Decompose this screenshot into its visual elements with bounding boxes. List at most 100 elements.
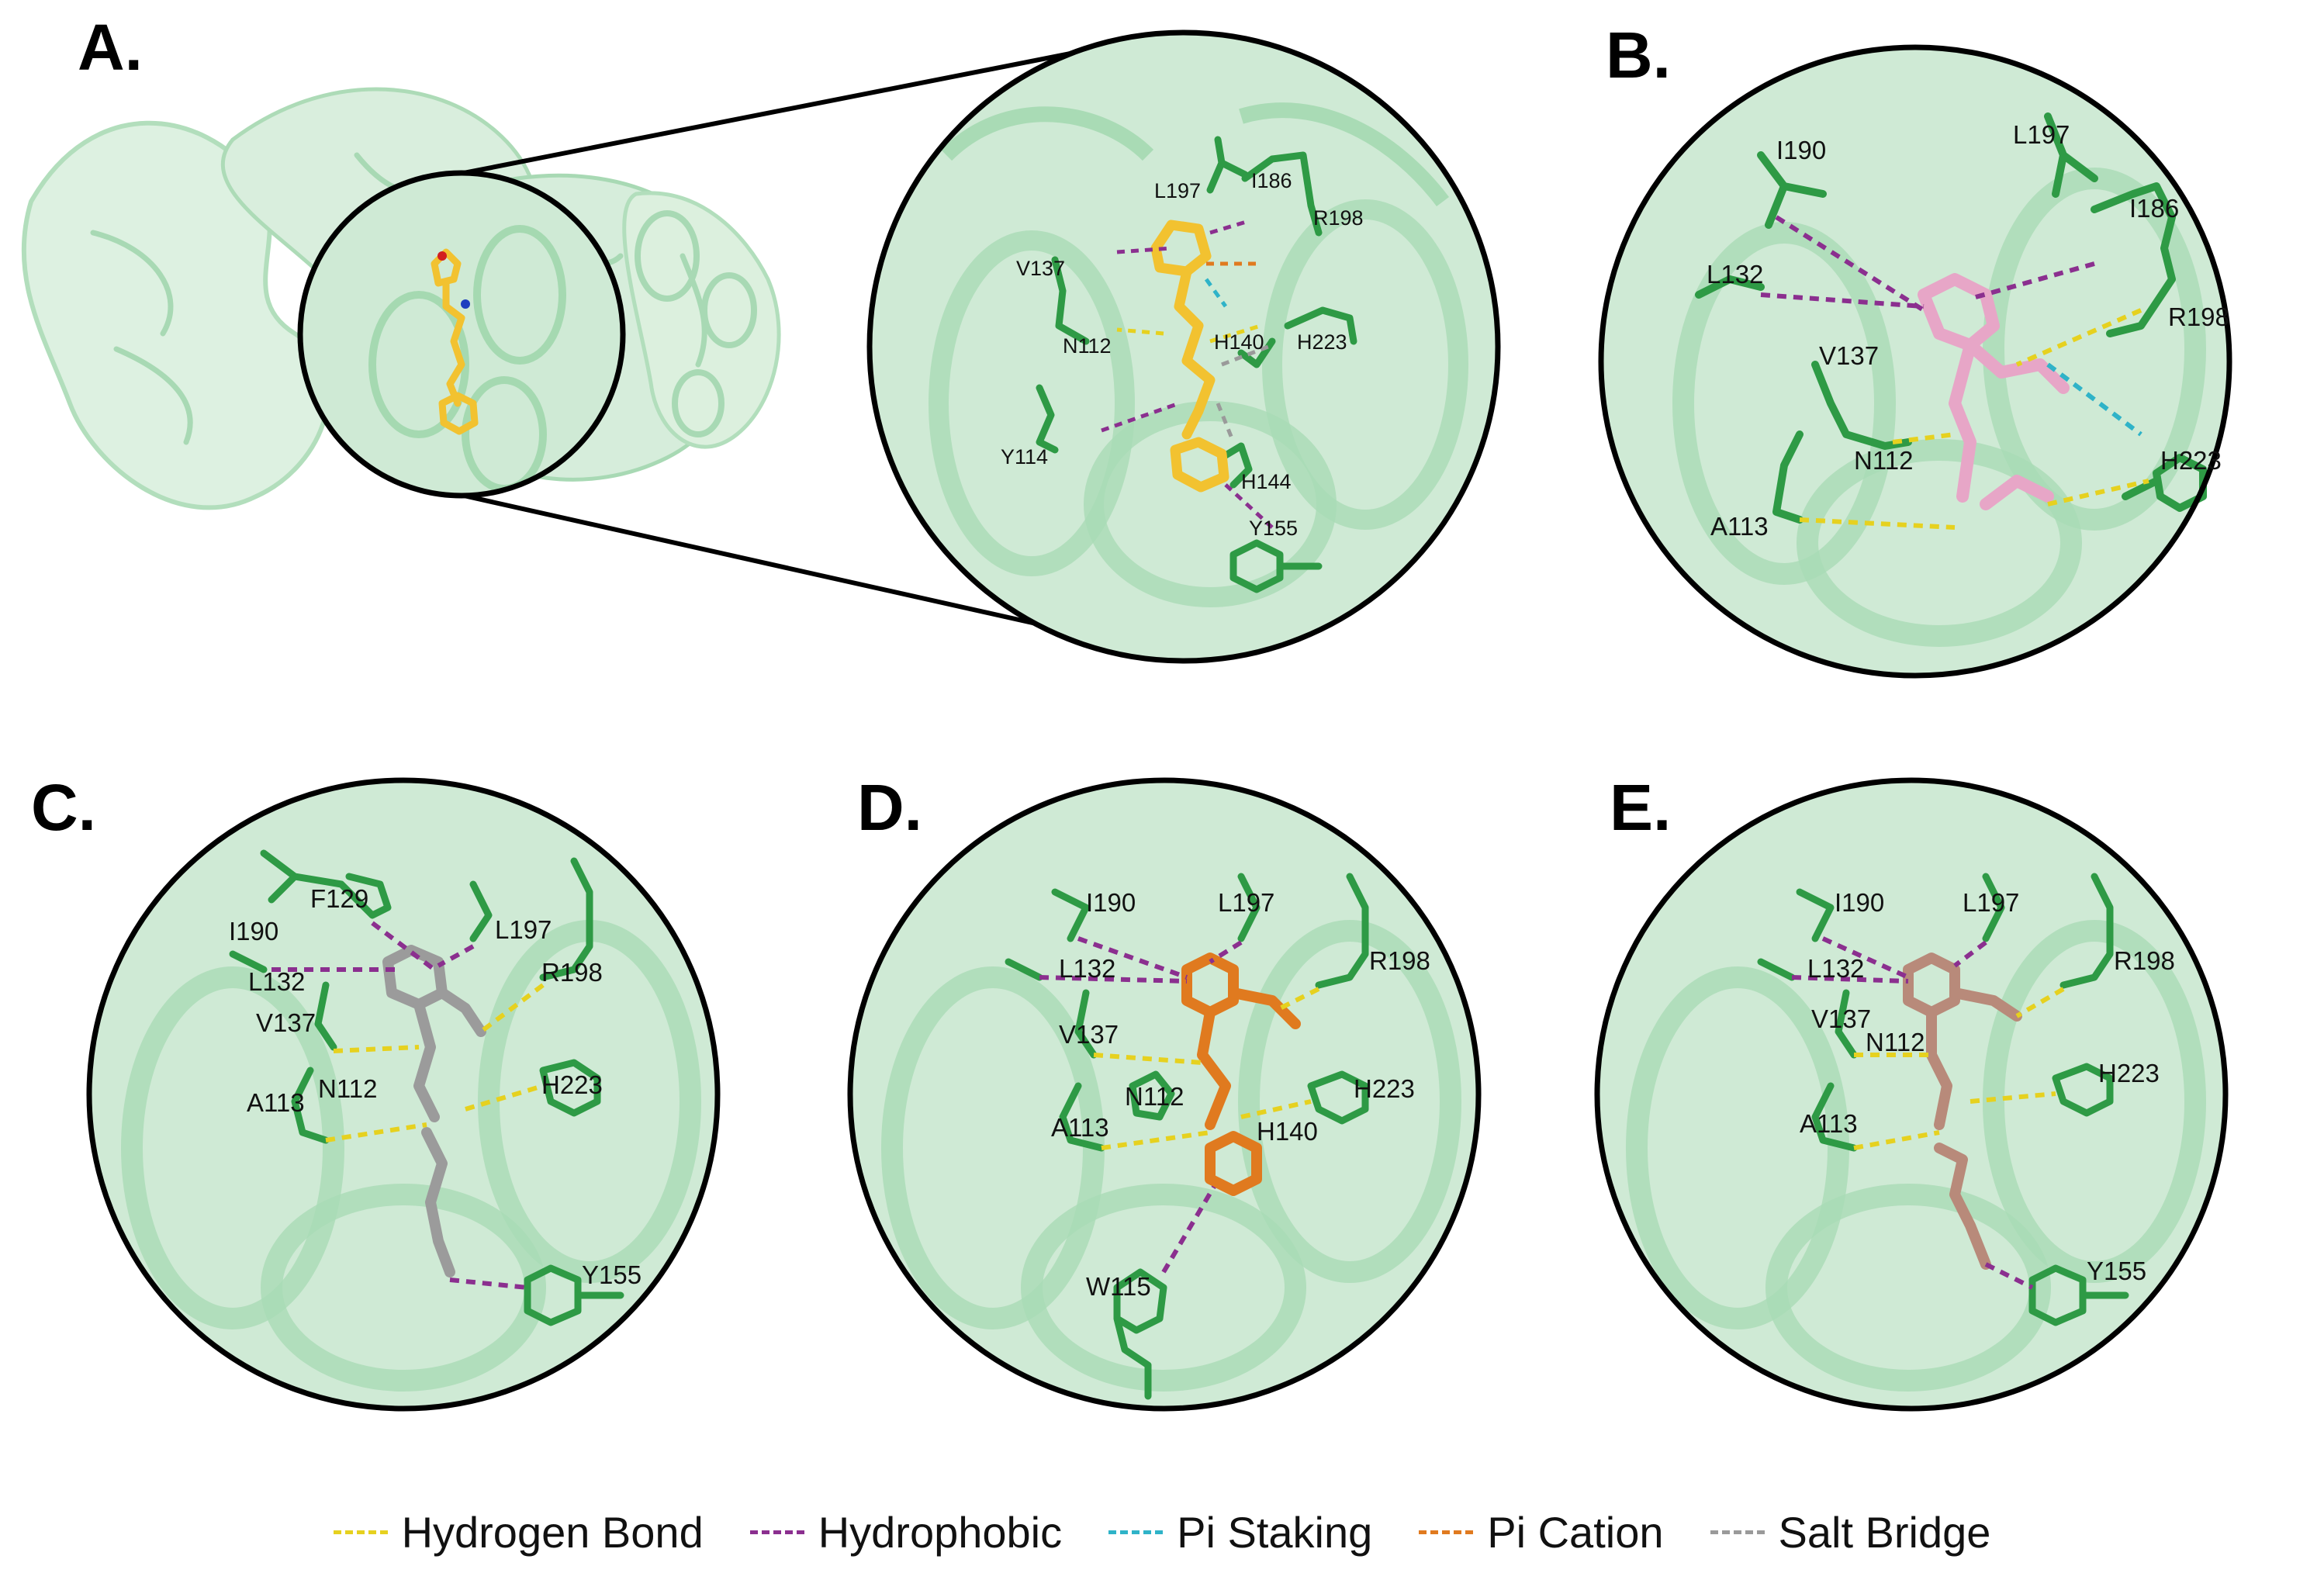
residue-label: H223 [1297, 330, 1347, 354]
residue-label: A113 [247, 1088, 305, 1117]
ligand-c [382, 945, 486, 1277]
zoom-a-contacts [1101, 219, 1274, 529]
circle-b [1598, 44, 2232, 679]
legend-swatch [749, 1530, 804, 1534]
residue-label: H144 [1241, 470, 1292, 493]
zoom-circle-a [866, 29, 1501, 664]
residues-b [1695, 112, 2207, 524]
residue-label: L197 [1218, 888, 1274, 917]
legend-item-salt-bridge: Salt Bridge [1710, 1507, 1991, 1558]
residue-label: I190 [1086, 888, 1136, 917]
residue-label: V137 [1819, 341, 1879, 370]
legend-label: Hydrophobic [818, 1507, 1063, 1557]
residue-label: H223 [2160, 446, 2222, 475]
zoom-source-circle [297, 170, 626, 499]
residue-label: H223 [2098, 1059, 2160, 1087]
panel-b [1598, 44, 2232, 679]
ligand-a-zoom [1150, 220, 1229, 493]
residue-label: N112 [1063, 334, 1112, 358]
ligand-a-small [431, 248, 479, 435]
residue-label: I190 [229, 917, 278, 946]
residue-label: L132 [248, 967, 305, 996]
legend-label: Pi Cation [1487, 1507, 1664, 1557]
residue-label: R198 [1313, 206, 1364, 230]
zoom-line-top [463, 50, 1075, 175]
legend-item-pi-staking: Pi Staking [1108, 1507, 1372, 1558]
panel-letter-c: C. [31, 771, 96, 844]
panel-e [1594, 777, 2229, 1412]
ligand-e [1903, 952, 2022, 1270]
residue-label: L132 [1807, 954, 1864, 983]
legend-item-hydrophobic: Hydrophobic [749, 1507, 1063, 1558]
labels-b: I190 L197 I186 L132 R198 V137 N112 H223 … [1707, 120, 2229, 541]
ligand-d [1181, 952, 1301, 1196]
legend-swatch [333, 1530, 388, 1534]
residue-label: I190 [1776, 136, 1826, 164]
residue-label: R198 [2168, 303, 2229, 331]
residue-label: F129 [310, 884, 368, 913]
interaction-legend: Hydrogen Bond Hydrophobic Pi Staking Pi … [0, 1501, 2324, 1563]
circle-c [86, 777, 721, 1412]
residue-label: R198 [1369, 946, 1430, 975]
residue-label: Y155 [2087, 1257, 2146, 1285]
residue-label: V137 [1016, 257, 1065, 280]
panel-letter-a: A. [78, 11, 143, 84]
residue-label: Y114 [1001, 445, 1048, 468]
residue-label: R198 [541, 958, 603, 987]
ligand-b [1918, 273, 2070, 510]
circle-d [847, 777, 1482, 1412]
contacts-d [1039, 936, 1320, 1274]
residue-label: H140 [1257, 1117, 1318, 1146]
panel-a [21, 29, 1501, 664]
legend-item-pi-cation: Pi Cation [1419, 1507, 1664, 1558]
residue-label: L197 [1963, 888, 2019, 917]
residue-label: N112 [1125, 1082, 1184, 1111]
residue-label: H140 [1214, 330, 1264, 354]
residue-label: W115 [1086, 1272, 1151, 1301]
residue-label: Y155 [1249, 517, 1298, 540]
labels-a: L197 I186 R198 V137 N112 H140 H223 Y114 … [1001, 169, 1364, 540]
residue-label: I186 [1251, 169, 1292, 192]
residue-label: N112 [1866, 1028, 1925, 1056]
contacts-b [1760, 215, 2149, 530]
residues-c [229, 849, 624, 1326]
legend-label: Pi Staking [1177, 1507, 1373, 1557]
residue-label: H223 [1354, 1074, 1415, 1103]
residue-label: L197 [2013, 120, 2070, 149]
legend-item-hydrogen-bond: Hydrogen Bond [333, 1507, 704, 1558]
residue-label: I190 [1835, 888, 1884, 917]
contacts-e [1791, 936, 2065, 1290]
panel-letter-d: D. [857, 771, 922, 844]
residue-label: V137 [256, 1008, 316, 1037]
legend-swatch [1710, 1530, 1765, 1534]
residue-label: A113 [1800, 1109, 1858, 1138]
residue-label: V137 [1059, 1020, 1119, 1049]
residue-label: N112 [1854, 446, 1913, 475]
residue-label: L132 [1059, 954, 1115, 983]
residue-label: H223 [541, 1070, 603, 1099]
residue-label: L132 [1707, 260, 1763, 289]
residue-label: A113 [1710, 512, 1769, 541]
residue-label: A113 [1051, 1113, 1109, 1142]
legend-swatch [1419, 1530, 1474, 1534]
zoom-line-bottom [463, 493, 1040, 627]
contacts-c [271, 921, 545, 1290]
residues-e [1757, 873, 2129, 1326]
labels-c: F129 I190 L197 L132 R198 V137 N112 H223 … [229, 884, 642, 1289]
labels-e: I190 L197 R198 L132 V137 N112 H223 A113 … [1800, 888, 2175, 1285]
panel-c [86, 777, 721, 1412]
panel-d [847, 777, 1482, 1412]
legend-label: Hydrogen Bond [401, 1507, 704, 1557]
residue-label: R198 [2114, 946, 2175, 975]
residues-d [1005, 873, 1369, 1400]
panel-letter-b: B. [1606, 19, 1671, 92]
residue-label: I186 [2129, 194, 2179, 223]
legend-swatch [1108, 1530, 1164, 1534]
labels-d: I190 L197 R198 L132 V137 N112 H223 A113 … [1051, 888, 1430, 1301]
legend-label: Salt Bridge [1778, 1507, 1991, 1557]
residue-label: Y155 [582, 1260, 642, 1289]
circle-e [1594, 777, 2229, 1412]
residue-label: L197 [495, 915, 552, 944]
panel-letter-e: E. [1610, 771, 1671, 844]
